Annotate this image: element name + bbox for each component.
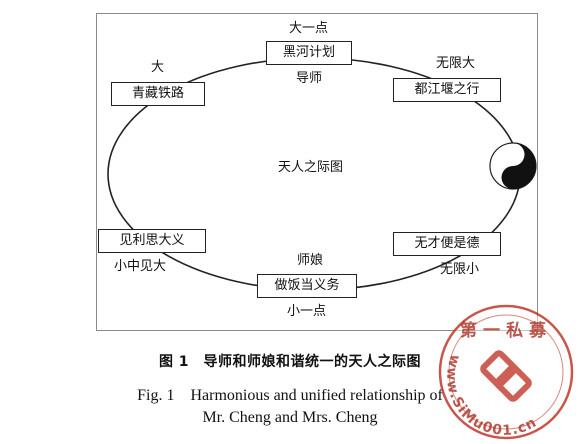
lower-left-node-box: 见利思大义 (98, 229, 206, 253)
top-node-upper-label: 大一点 (289, 21, 329, 36)
upper-left-node-label: 大 (151, 60, 165, 75)
bottom-node-upper-label: 师娘 (297, 253, 324, 268)
upper-left-node-box: 青藏铁路 (111, 82, 205, 106)
lower-right-node-label: 无限小 (440, 262, 480, 277)
lower-right-node-box: 无才便是德 (393, 232, 501, 256)
upper-right-node-box: 都江堰之行 (393, 78, 501, 102)
yin-yang-icon (489, 142, 537, 190)
figure-caption-english-line2: Mr. Cheng and Mrs. Cheng (202, 409, 378, 426)
figure-caption-english-line1: Fig. 1 Harmonious and unified relationsh… (137, 387, 443, 404)
upper-right-node-label: 无限大 (436, 56, 476, 71)
lower-left-node-label: 小中见大 (114, 259, 167, 274)
top-node-lower-label: 导师 (296, 71, 323, 86)
top-node-box: 黑河计划 (266, 41, 352, 65)
diagram-frame (96, 13, 538, 331)
figure-caption-chinese: 图 1 导师和师娘和谐统一的天人之际图 (158, 354, 422, 370)
bottom-node-lower-label: 小一点 (287, 304, 327, 319)
svg-text:第一私募: 第一私募 (460, 320, 552, 341)
watermark-stamp: 第一私募 www.SiMu001.cn (438, 304, 574, 440)
bottom-node-box: 做饭当义务 (257, 274, 357, 298)
center-label: 天人之际图 (278, 160, 344, 175)
